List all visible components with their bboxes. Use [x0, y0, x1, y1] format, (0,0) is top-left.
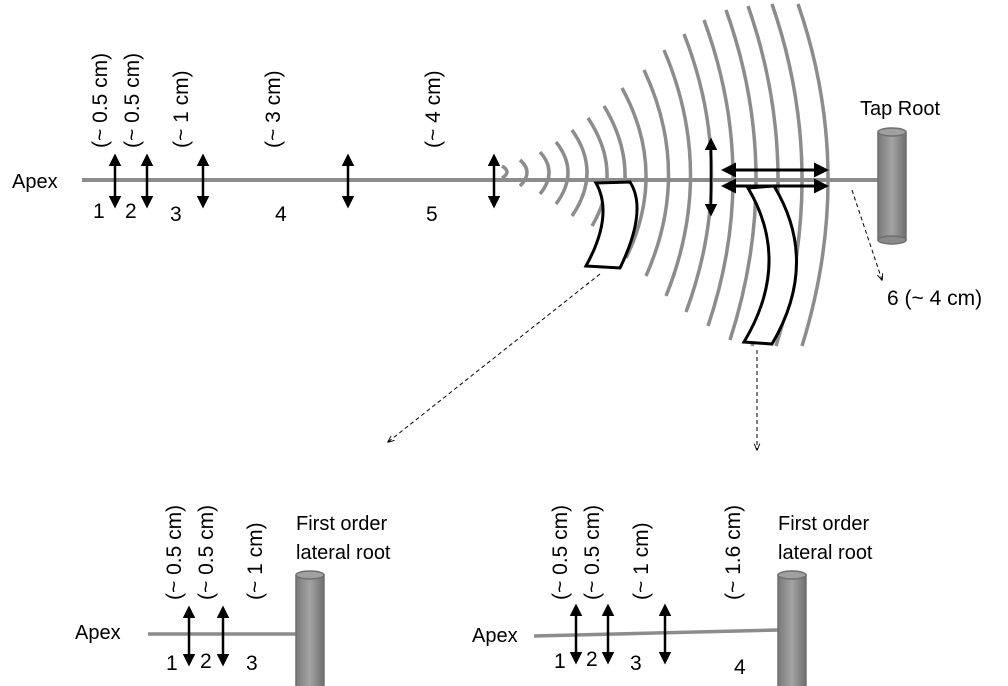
- main-root-group: Apex Tap Root 1 2 3 4 5 (~ 0.5 cm) (~ 0.…: [12, 3, 982, 450]
- lateral-left-zone-number: 3: [246, 652, 258, 675]
- lateral-right-zone-number: 2: [586, 648, 598, 671]
- main-zone-length: (~ 4 cm): [422, 70, 445, 148]
- lateral-section-outline-left: [583, 180, 639, 270]
- main-zone-length: (~ 0.5 cm): [121, 53, 144, 148]
- lateral-section-outline-right: [741, 184, 798, 346]
- leader-to-zone6: [851, 189, 882, 280]
- zone6-span-arrows: [721, 162, 829, 194]
- main-zone-length: (~ 0.5 cm): [89, 53, 112, 148]
- lateral-right-zone-length: (~ 1 cm): [630, 522, 653, 600]
- main-zone-number: 3: [170, 203, 182, 226]
- lateral-right-axis: [533, 628, 779, 638]
- lateral-left-root-label-line2: lateral root: [296, 542, 391, 564]
- lateral-left-root-cylinder: [295, 570, 325, 686]
- zone6-label: 6 (~ 4 cm): [887, 287, 982, 310]
- lateral-right-zone-number: 4: [734, 656, 746, 679]
- lateral-left-root-label-line1: First order: [296, 513, 387, 535]
- lateral-right-root-label-line2: lateral root: [778, 542, 873, 564]
- lateral-right-zone-number: 3: [630, 652, 642, 675]
- lateral-right-zone-length: (~ 0.5 cm): [549, 505, 572, 600]
- lateral-left-zone-number: 1: [166, 652, 178, 675]
- main-zone-length: (~ 3 cm): [262, 70, 285, 148]
- main-boundary-arrows: [108, 137, 718, 217]
- tap-root-cylinder: [877, 127, 907, 245]
- lateral-left-apex-label: Apex: [75, 622, 121, 644]
- main-apex-label: Apex: [12, 171, 58, 193]
- lateral-right-root-cylinder: [777, 570, 807, 686]
- main-zone-number: 4: [275, 203, 287, 226]
- lateral-right-zone-length: (~ 0.5 cm): [581, 505, 604, 600]
- lateral-right-zone-length: (~ 1.6 cm): [722, 505, 745, 600]
- lateral-right-apex-label: Apex: [472, 625, 518, 647]
- lateral-left-zone-length: (~ 0.5 cm): [163, 505, 186, 600]
- main-zone-number: 1: [93, 200, 105, 223]
- main-zone-number: 2: [125, 200, 137, 223]
- lateral-left-group: Apex First order lateral root 1 2 3 (~ 0…: [75, 505, 391, 686]
- lateral-right-zone-number: 1: [554, 650, 566, 673]
- tap-root-label: Tap Root: [860, 98, 940, 120]
- lateral-left-zone-length: (~ 1 cm): [244, 522, 267, 600]
- main-zone-lengths: (~ 0.5 cm) (~ 0.5 cm) (~ 1 cm) (~ 3 cm) …: [89, 53, 445, 148]
- leader-lines: [388, 189, 882, 450]
- main-zone-number: 5: [426, 203, 438, 226]
- lateral-left-zone-number: 2: [200, 650, 212, 673]
- main-zone-numbers: 1 2 3 4 5: [93, 200, 438, 226]
- lateral-left-zone-length: (~ 0.5 cm): [195, 505, 218, 600]
- main-zone-length: (~ 1 cm): [170, 70, 193, 148]
- lateral-right-group: Apex First order lateral root 1 2 3 4 (~…: [472, 505, 873, 686]
- leader-to-lateral-left: [388, 273, 601, 442]
- lateral-right-root-label-line1: First order: [778, 513, 869, 535]
